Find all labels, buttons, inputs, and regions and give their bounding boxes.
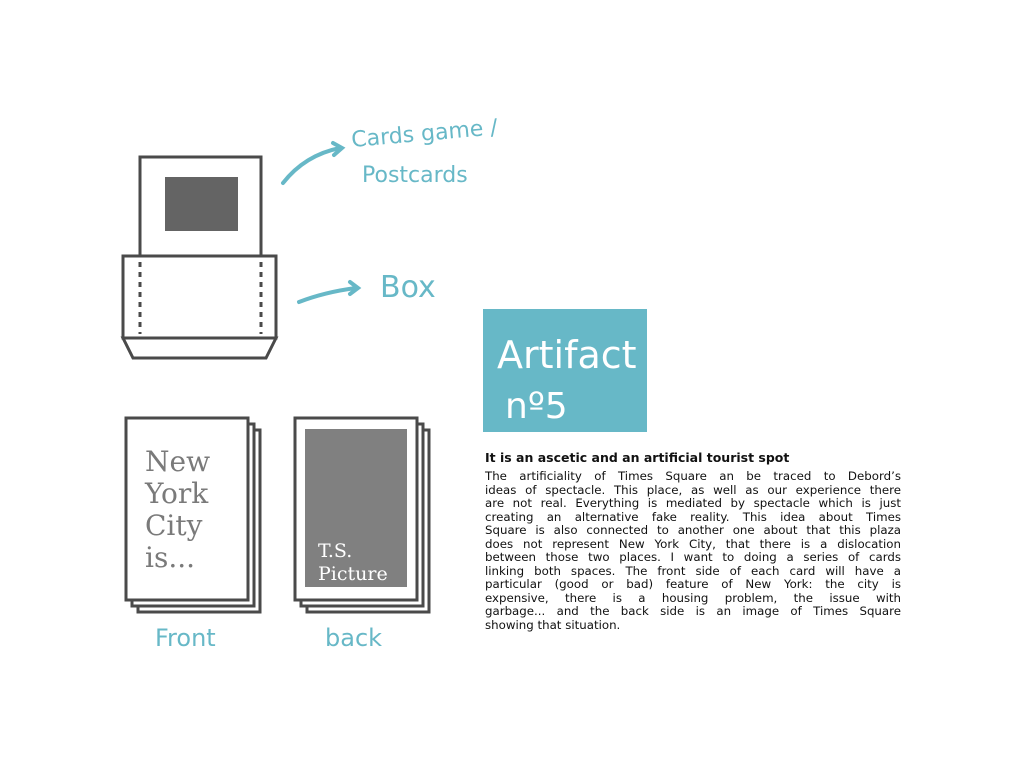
front-card-line: York [144, 477, 209, 510]
box-label: Box [380, 270, 436, 305]
cards-game-label: Cards game / [350, 115, 499, 153]
front-label: Front [155, 624, 216, 652]
article-line: The artificiality of Times Square an be … [485, 469, 901, 483]
article-line: Square is also connected to another one … [485, 523, 901, 537]
back-label: back [325, 624, 382, 652]
article-line: ideas of spectacle. This place, as well … [485, 482, 901, 497]
article-line: particular (good or bad) feature of New … [485, 577, 901, 591]
back-card-line: T.S. [318, 540, 352, 562]
back-card-text: T.S. Picture [318, 540, 388, 585]
front-card-text: New York City is... [144, 445, 210, 574]
arrow-to-cards [281, 141, 346, 185]
article-heading: It is an ascetic and an artificial touri… [485, 450, 790, 465]
back-card-stack [293, 416, 431, 614]
artifact-badge [483, 309, 647, 432]
article-line: showing that situation. [485, 617, 621, 632]
front-card-line: City [145, 509, 203, 542]
article-line: garbage... and the back side is an image… [485, 604, 901, 618]
article: It is an ascetic and an artificial touri… [485, 450, 901, 632]
article-line: linking both spaces. The front side of e… [485, 563, 901, 578]
article-line: between those two places. I want to doin… [485, 550, 901, 564]
article-line: expensive, there is a housing problem, t… [485, 590, 901, 605]
article-body: The artificiality of Times Square an be … [485, 469, 901, 632]
box [120, 254, 279, 360]
postcard-in-box [138, 155, 263, 260]
article-line: does not represent New York City, that t… [485, 536, 901, 551]
arrow-to-box [297, 280, 362, 304]
back-card-line: Picture [318, 563, 388, 585]
artifact-title: Artifact [497, 333, 637, 377]
article-line: creating an alternative fake reality. Th… [485, 509, 901, 524]
front-card-stack [124, 416, 262, 614]
front-card-line: New [145, 445, 210, 478]
postcards-label: Postcards [362, 163, 468, 188]
artifact-number: nº5 [505, 386, 568, 427]
article-line: are not real. Everything is mediated by … [485, 496, 901, 510]
front-card-line: is... [145, 541, 195, 574]
